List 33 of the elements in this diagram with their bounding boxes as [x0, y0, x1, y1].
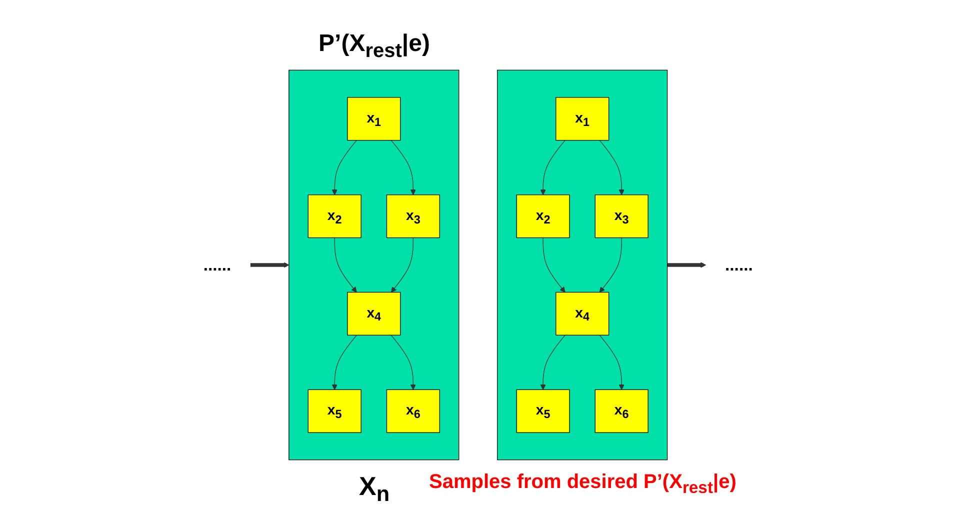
panel-title: P’(X$_{rest}$|e) [318, 30, 430, 62]
arrow [600, 139, 625, 195]
arrow [391, 236, 414, 292]
arrow [250, 262, 290, 268]
node-box: x$_{1}$ [348, 96, 402, 140]
arrow [334, 236, 358, 292]
cluster [497, 69, 668, 460]
node-box: x$_{2}$ [308, 194, 362, 238]
arrow [332, 139, 358, 195]
node-text: ...... [204, 254, 232, 274]
arrow [540, 139, 566, 195]
node-box: x$_{1}$ [556, 96, 610, 140]
arrow [332, 334, 358, 390]
arrow [600, 236, 622, 292]
node-box: x$_{3}$ [595, 194, 649, 238]
node-box: x$_{4}$ [348, 291, 402, 335]
node-box: x$_{4}$ [556, 291, 610, 335]
panel-caption: X$_{n}$ [358, 471, 390, 508]
node-box: x$_{5}$ [308, 388, 362, 432]
panel-caption: Samples from desired P’(X$_{rest}$|e) [429, 471, 736, 498]
node-box: x$_{6}$ [386, 388, 440, 432]
node-box: x$_{3}$ [386, 194, 440, 238]
arrow [391, 139, 416, 195]
node-box: x$_{2}$ [516, 194, 570, 238]
arrow [540, 334, 566, 390]
cluster [288, 69, 460, 460]
arrow [600, 334, 625, 390]
node-box: x$_{6}$ [595, 388, 649, 432]
node-text: ...... [725, 254, 754, 274]
node-box: x$_{5}$ [516, 388, 570, 432]
arrow [668, 262, 706, 268]
arrow [543, 236, 566, 292]
arrow [391, 334, 416, 390]
